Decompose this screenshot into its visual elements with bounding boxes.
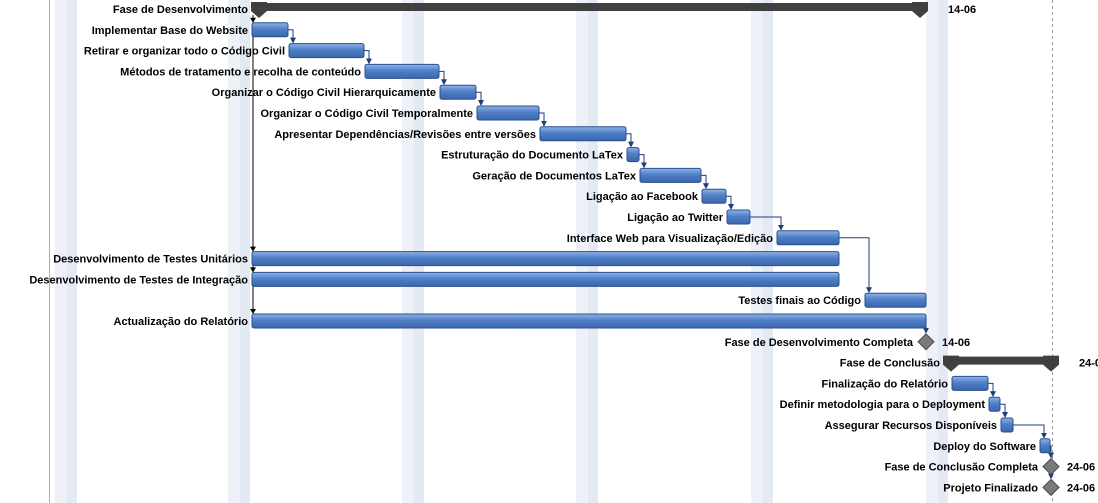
spine-arrow	[250, 17, 256, 23]
dependency-link	[288, 29, 296, 44]
task-bar[interactable]	[251, 22, 289, 38]
spine-arrow	[250, 309, 256, 314]
dependency-link	[364, 50, 372, 65]
task-bar[interactable]	[988, 396, 1001, 412]
task-label: Apresentar Dependências/Revisões entre v…	[274, 129, 536, 141]
date-label: 24-06	[1067, 482, 1095, 494]
task-bar[interactable]	[251, 251, 840, 267]
task-label: Fase de Conclusão Completa	[885, 462, 1039, 474]
date-label: 24-06	[1067, 462, 1095, 474]
dependency-link	[750, 216, 784, 231]
task-bar[interactable]	[1000, 417, 1014, 433]
dependency-link	[839, 237, 872, 294]
task-label: Definir metodologia para o Deployment	[780, 399, 986, 411]
dependency-link	[701, 174, 709, 190]
dependency-link	[439, 70, 447, 86]
task-label: Projeto Finalizado	[943, 482, 1038, 494]
task-bar[interactable]	[626, 147, 640, 163]
task-label: Actualização do Relatório	[114, 316, 249, 328]
date-label: 24-06	[1079, 358, 1098, 370]
task-label: Finalização do Relatório	[821, 378, 948, 390]
task-bar[interactable]	[1039, 438, 1051, 454]
task-label: Desenvolvimento de Testes Unitários	[53, 254, 248, 266]
task-bar[interactable]	[364, 63, 440, 79]
summary-bar[interactable]	[251, 2, 928, 18]
task-bar[interactable]	[639, 167, 702, 183]
task-label: Ligação ao Twitter	[627, 212, 723, 224]
date-label: 14-06	[948, 4, 976, 16]
dependency-link	[1000, 403, 1008, 418]
task-label: Fase de Desenvolvimento	[113, 4, 248, 16]
task-bar[interactable]	[288, 43, 365, 59]
dependency-link	[1013, 424, 1047, 439]
task-label: Implementar Base do Website	[92, 25, 248, 37]
dependency-link	[539, 112, 547, 127]
task-label: Interface Web para Visualização/Edição	[567, 233, 774, 245]
task-label: Deploy do Software	[933, 441, 1036, 453]
task-label: Organizar o Código Civil Hierarquicament…	[212, 87, 436, 99]
milestone-diamond[interactable]	[917, 333, 935, 351]
dependency-link	[639, 154, 647, 169]
task-label: Retirar e organizar todo o Código Civil	[84, 46, 285, 58]
task-label: Fase de Desenvolvimento Completa	[725, 337, 914, 349]
task-label: Organizar o Código Civil Temporalmente	[261, 108, 474, 120]
summary-bar[interactable]	[943, 355, 1059, 372]
task-bar[interactable]	[776, 230, 840, 246]
dependency-link	[726, 195, 734, 210]
milestone-diamond[interactable]	[1042, 478, 1060, 497]
milestone-diamond[interactable]	[1042, 457, 1060, 476]
task-label: Fase de Conclusão	[840, 358, 941, 370]
dependency-link	[476, 91, 484, 106]
task-label: Estruturação do Documento LaTex	[441, 150, 624, 162]
task-label: Desenvolvimento de Testes de Integração	[29, 274, 248, 286]
task-label: Métodos de tratamento e recolha de conte…	[120, 66, 361, 78]
task-label: Assegurar Recursos Disponíveis	[825, 420, 997, 432]
date-label: 14-06	[942, 337, 970, 349]
task-label: Testes finais ao Código	[738, 295, 861, 307]
spine-arrow	[250, 246, 256, 252]
task-bar[interactable]	[476, 105, 540, 121]
task-bar[interactable]	[726, 209, 751, 225]
task-label: Ligação ao Facebook	[586, 191, 699, 203]
task-bar[interactable]	[251, 313, 927, 329]
task-bar[interactable]	[951, 375, 989, 391]
task-bars	[251, 2, 1060, 497]
task-bar[interactable]	[539, 126, 627, 142]
task-bar[interactable]	[864, 292, 927, 308]
task-bar[interactable]	[701, 188, 727, 204]
task-bar[interactable]	[251, 271, 840, 287]
spine-arrow	[250, 267, 256, 273]
task-label: Geração de Documentos LaTex	[472, 170, 637, 182]
task-bar[interactable]	[439, 84, 477, 100]
dependency-link	[988, 382, 996, 398]
dependency-link	[626, 133, 634, 148]
